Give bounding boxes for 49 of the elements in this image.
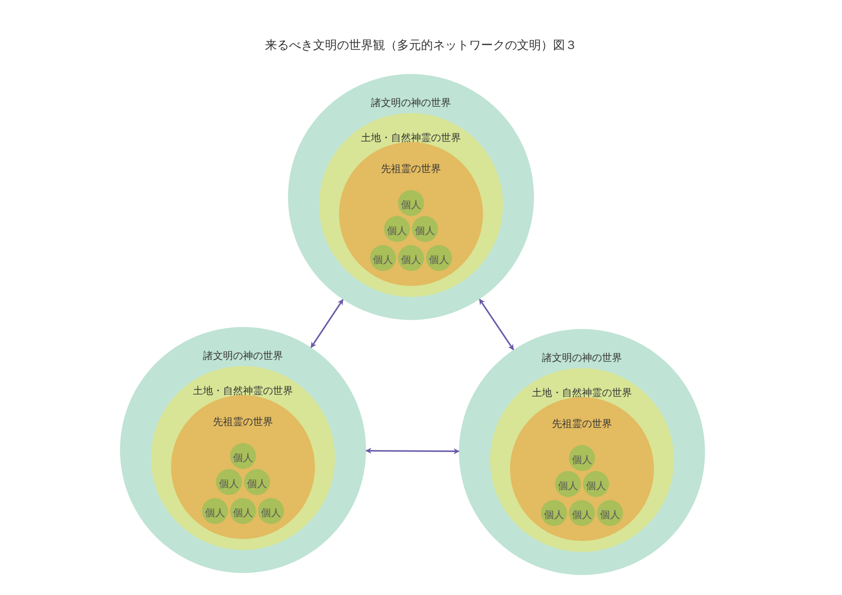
person-circle bbox=[258, 498, 284, 524]
person-circle bbox=[384, 216, 410, 242]
person-label: 個人 bbox=[572, 456, 592, 466]
person-circle bbox=[398, 190, 424, 216]
world-label: 諸文明の神の世界 bbox=[371, 96, 451, 110]
world-label: 土地・自然神霊の世界 bbox=[193, 384, 293, 398]
person-label: 個人 bbox=[558, 482, 578, 492]
person-label: 個人 bbox=[401, 256, 421, 266]
person-circle bbox=[398, 245, 424, 271]
person-label: 個人 bbox=[544, 511, 564, 521]
person-circle bbox=[202, 498, 228, 524]
double-arrow bbox=[478, 298, 514, 350]
person-label: 個人 bbox=[233, 454, 253, 464]
person-label: 個人 bbox=[233, 509, 253, 519]
person-circle bbox=[569, 445, 595, 471]
person-label: 個人 bbox=[387, 227, 407, 237]
person-label: 個人 bbox=[247, 480, 267, 490]
person-label: 個人 bbox=[401, 201, 421, 211]
person-circle bbox=[230, 443, 256, 469]
person-label: 個人 bbox=[572, 511, 592, 521]
person-label: 個人 bbox=[586, 482, 606, 492]
person-circle bbox=[230, 498, 256, 524]
person-circle bbox=[541, 500, 567, 526]
person-circle bbox=[412, 216, 438, 242]
double-arrow bbox=[365, 448, 460, 454]
person-label: 個人 bbox=[600, 511, 620, 521]
world-label: 先祖霊の世界 bbox=[381, 162, 441, 176]
person-circle bbox=[555, 471, 581, 497]
person-circle bbox=[597, 500, 623, 526]
double-arrow bbox=[310, 298, 344, 348]
person-label: 個人 bbox=[429, 256, 449, 266]
person-label: 個人 bbox=[415, 227, 435, 237]
world-label: 諸文明の神の世界 bbox=[203, 350, 283, 363]
world-label: 土地・自然神霊の世界 bbox=[361, 132, 461, 145]
world-label: 先祖霊の世界 bbox=[213, 416, 273, 429]
person-circle bbox=[569, 500, 595, 526]
person-label: 個人 bbox=[261, 509, 281, 519]
person-label: 個人 bbox=[205, 509, 225, 519]
person-label: 個人 bbox=[219, 480, 239, 490]
person-circle bbox=[370, 245, 396, 271]
world-label: 土地・自然神霊の世界 bbox=[532, 386, 632, 400]
person-circle bbox=[216, 469, 242, 495]
person-circle bbox=[426, 245, 452, 271]
diagram-title: 来るべき文明の世界観（多元的ネットワークの文明）図３ bbox=[265, 37, 577, 54]
person-circle bbox=[583, 471, 609, 497]
person-label: 個人 bbox=[373, 256, 393, 266]
world-label: 先祖霊の世界 bbox=[552, 418, 612, 431]
world-label: 諸文明の神の世界 bbox=[542, 352, 622, 365]
person-circle bbox=[244, 469, 270, 495]
